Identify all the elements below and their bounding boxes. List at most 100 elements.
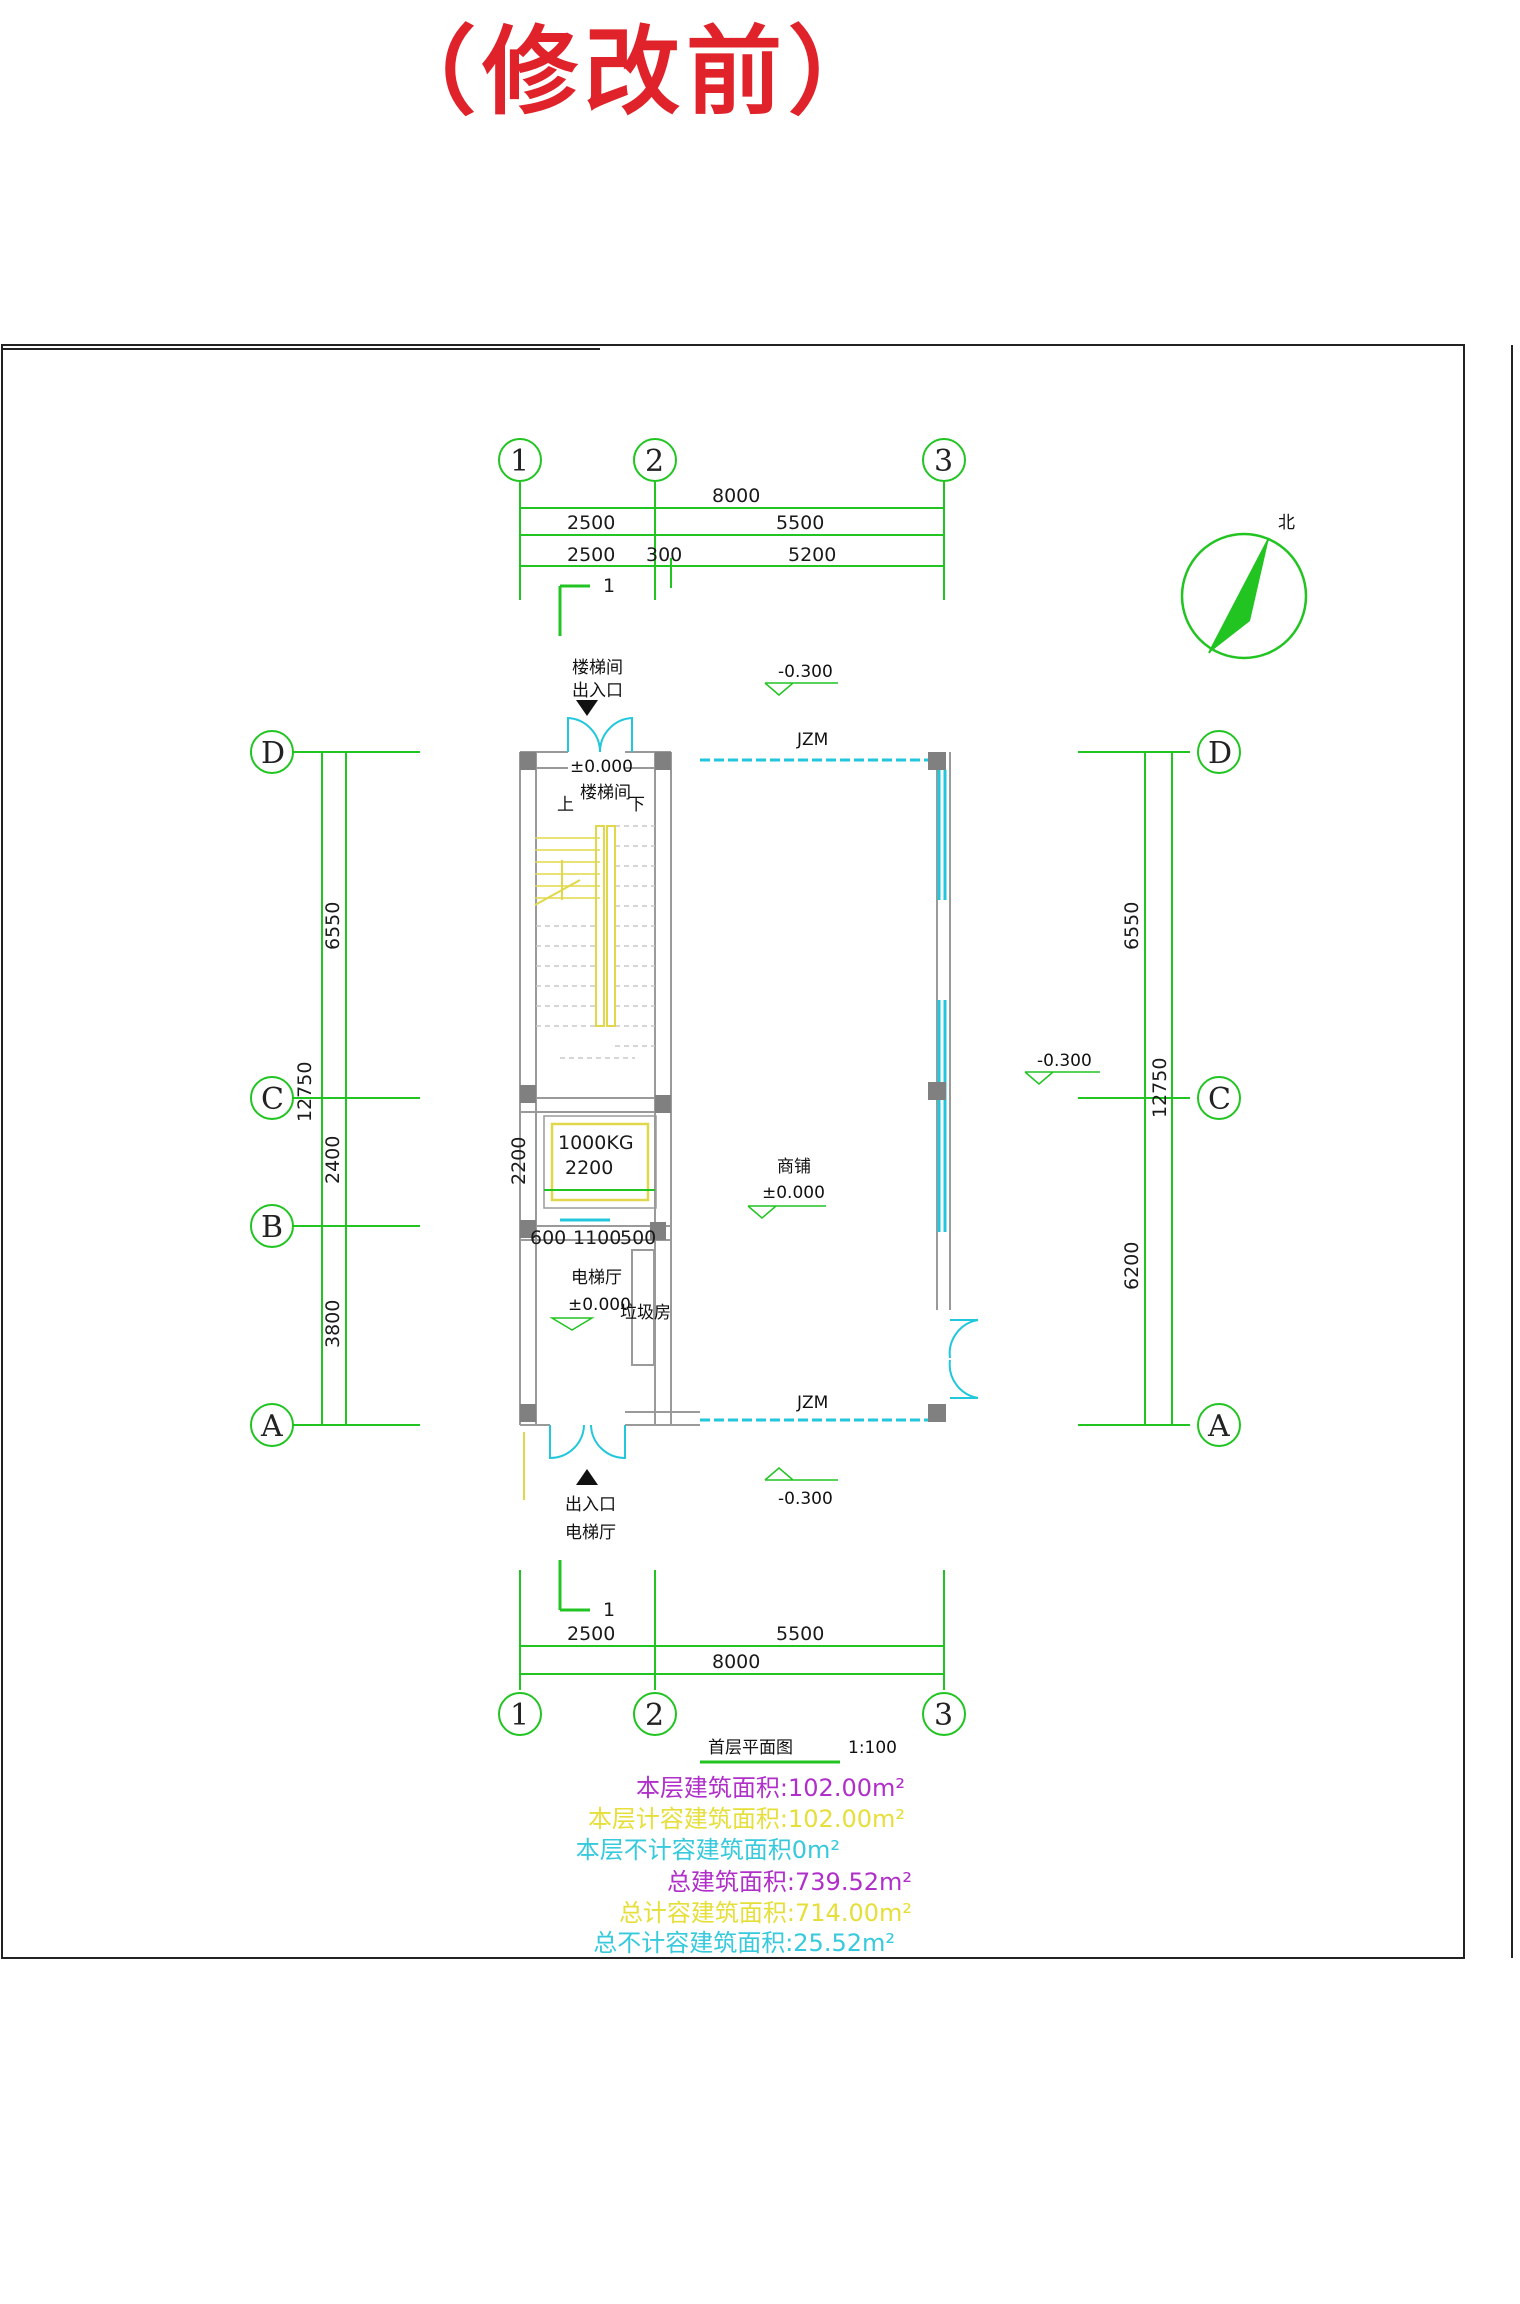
dim-bottom-2500: 2500 bbox=[567, 1623, 615, 1645]
level-outside-bottom: -0.300 bbox=[778, 1489, 833, 1509]
stair-entrance-label-1: 楼梯间 bbox=[572, 658, 623, 678]
section-mark-bottom bbox=[558, 1560, 590, 1612]
dim-bottom-total: 8000 bbox=[712, 1651, 760, 1673]
axis-bubble-3-bottom: 3 bbox=[922, 1692, 966, 1736]
level-outside-right: -0.300 bbox=[1037, 1051, 1092, 1071]
axis-bubble-A-left: A bbox=[250, 1403, 294, 1447]
dim-top2-2500: 2500 bbox=[567, 544, 615, 566]
glazing-curtain bbox=[560, 758, 947, 1422]
axis-bubble-D-left: D bbox=[250, 730, 294, 774]
elevator-entrance-label-1: 出入口 bbox=[565, 1495, 616, 1515]
stair-down-label: 下 bbox=[628, 795, 645, 815]
dim-hall-1100: 1100 bbox=[573, 1227, 621, 1249]
area-note-total: 总建筑面积:739.52m² bbox=[667, 1868, 912, 1896]
area-note-floor-counted: 本层计容建筑面积:102.00m² bbox=[588, 1805, 905, 1833]
right-dimension-chain bbox=[1078, 751, 1190, 1426]
dim-top-5500: 5500 bbox=[776, 512, 824, 534]
axis-bubble-2-top: 2 bbox=[633, 438, 677, 482]
elevator-capacity: 1000KG bbox=[558, 1132, 634, 1154]
garbage-room-partition bbox=[631, 1249, 655, 1366]
axis-bubble-1-bottom: 1 bbox=[498, 1692, 542, 1736]
axis-label: 2 bbox=[645, 1698, 664, 1733]
plan-title: 首层平面图 bbox=[708, 1738, 793, 1758]
axis-label: C bbox=[1208, 1082, 1231, 1117]
dim-left-12750: 12750 bbox=[294, 1062, 316, 1122]
axis-bubble-3-top: 3 bbox=[922, 438, 966, 482]
stair-entrance-label-2: 出入口 bbox=[572, 681, 623, 701]
level-marker-icon bbox=[764, 682, 838, 696]
axis-bubble-C-right: C bbox=[1197, 1076, 1241, 1120]
axis-label: A bbox=[260, 1409, 283, 1444]
stair-entrance-door-icon bbox=[567, 716, 633, 753]
axis-bubble-1-top: 1 bbox=[498, 438, 542, 482]
left-dimension-chain bbox=[293, 751, 420, 1426]
elevator-shaft bbox=[543, 1115, 657, 1209]
door-code-top: JZM bbox=[796, 730, 828, 750]
elevator-hall-level: ±0.000 bbox=[568, 1295, 631, 1315]
dim-right-6200: 6200 bbox=[1121, 1242, 1143, 1290]
garbage-room-label: 垃圾房 bbox=[620, 1303, 671, 1323]
axis-label: 3 bbox=[934, 444, 953, 479]
area-note-floor-total: 本层建筑面积:102.00m² bbox=[636, 1774, 905, 1802]
axis-label: D bbox=[261, 736, 285, 771]
axis-bubble-2-bottom: 2 bbox=[633, 1692, 677, 1736]
dim-top-total: 8000 bbox=[712, 485, 760, 507]
north-label: 北 bbox=[1278, 513, 1295, 533]
plan-scale: 1:100 bbox=[848, 1738, 897, 1758]
dim-right-6550: 6550 bbox=[1121, 902, 1143, 950]
north-arrow-icon bbox=[1180, 532, 1308, 660]
dim-left-3800: 3800 bbox=[322, 1300, 344, 1348]
stair-room-label: 楼梯间 bbox=[580, 783, 631, 803]
elevator-hall-label: 电梯厅 bbox=[571, 1268, 622, 1288]
bottom-dimension-chain bbox=[519, 1570, 945, 1690]
axis-label: B bbox=[261, 1210, 283, 1245]
elevator-entrance-door-icon bbox=[549, 1424, 626, 1460]
section-mark-top-label: 1 bbox=[603, 575, 615, 597]
dim-bottom-5500: 5500 bbox=[776, 1623, 824, 1645]
dim-elevator-depth: 2200 bbox=[508, 1137, 530, 1185]
exterior-walls bbox=[519, 751, 951, 1426]
top-dimension-chain bbox=[519, 482, 945, 600]
level-marker-icon bbox=[764, 1467, 838, 1481]
area-note-total-uncounted: 总不计容建筑面积:25.52m² bbox=[593, 1929, 895, 1957]
level-marker-icon bbox=[1024, 1071, 1100, 1085]
axis-label: A bbox=[1207, 1409, 1230, 1444]
section-mark-top bbox=[558, 584, 590, 636]
shop-side-door-icon bbox=[948, 1319, 979, 1399]
axis-label: 1 bbox=[510, 1698, 529, 1733]
axis-bubble-D-right: D bbox=[1197, 730, 1241, 774]
dim-top2-5200: 5200 bbox=[788, 544, 836, 566]
dim-left-6550: 6550 bbox=[322, 902, 344, 950]
elevator-entrance-arrow-icon bbox=[576, 1469, 598, 1485]
axis-label: 1 bbox=[510, 444, 529, 479]
dim-left-2400: 2400 bbox=[322, 1136, 344, 1184]
door-code-bottom: JZM bbox=[796, 1393, 828, 1413]
shop-level: ±0.000 bbox=[762, 1183, 825, 1203]
axis-label: C bbox=[261, 1082, 284, 1117]
dim-hall-600: 600 bbox=[530, 1227, 566, 1249]
dim-top2-300: 300 bbox=[646, 544, 682, 566]
page-title: （修改前） bbox=[380, 15, 890, 128]
area-note-total-counted: 总计容建筑面积:714.00m² bbox=[619, 1899, 912, 1927]
stair-flight bbox=[534, 825, 655, 1059]
axis-label: 3 bbox=[934, 1698, 953, 1733]
stair-up-label: 上 bbox=[557, 795, 574, 815]
level-marker-icon bbox=[549, 1317, 595, 1331]
shop-label: 商铺 bbox=[777, 1157, 811, 1177]
section-mark-bottom-label: 1 bbox=[603, 1599, 615, 1621]
elevator-entrance-label-2: 电梯厅 bbox=[565, 1523, 616, 1543]
axis-label: 2 bbox=[645, 444, 664, 479]
axis-bubble-A-right: A bbox=[1197, 1403, 1241, 1447]
area-note-floor-uncounted: 本层不计容建筑面积0m² bbox=[576, 1836, 840, 1864]
axis-bubble-B-left: B bbox=[250, 1204, 294, 1248]
dim-right-12750: 12750 bbox=[1149, 1058, 1171, 1118]
dim-hall-500: 500 bbox=[620, 1227, 656, 1249]
level-outside-top: -0.300 bbox=[778, 662, 833, 682]
structural-columns bbox=[520, 752, 946, 1422]
sheet-border bbox=[1, 344, 1465, 1959]
level-stair-door: ±0.000 bbox=[570, 757, 633, 777]
level-marker-icon bbox=[747, 1205, 826, 1219]
dim-top-2500: 2500 bbox=[567, 512, 615, 534]
axis-bubble-C-left: C bbox=[250, 1076, 294, 1120]
